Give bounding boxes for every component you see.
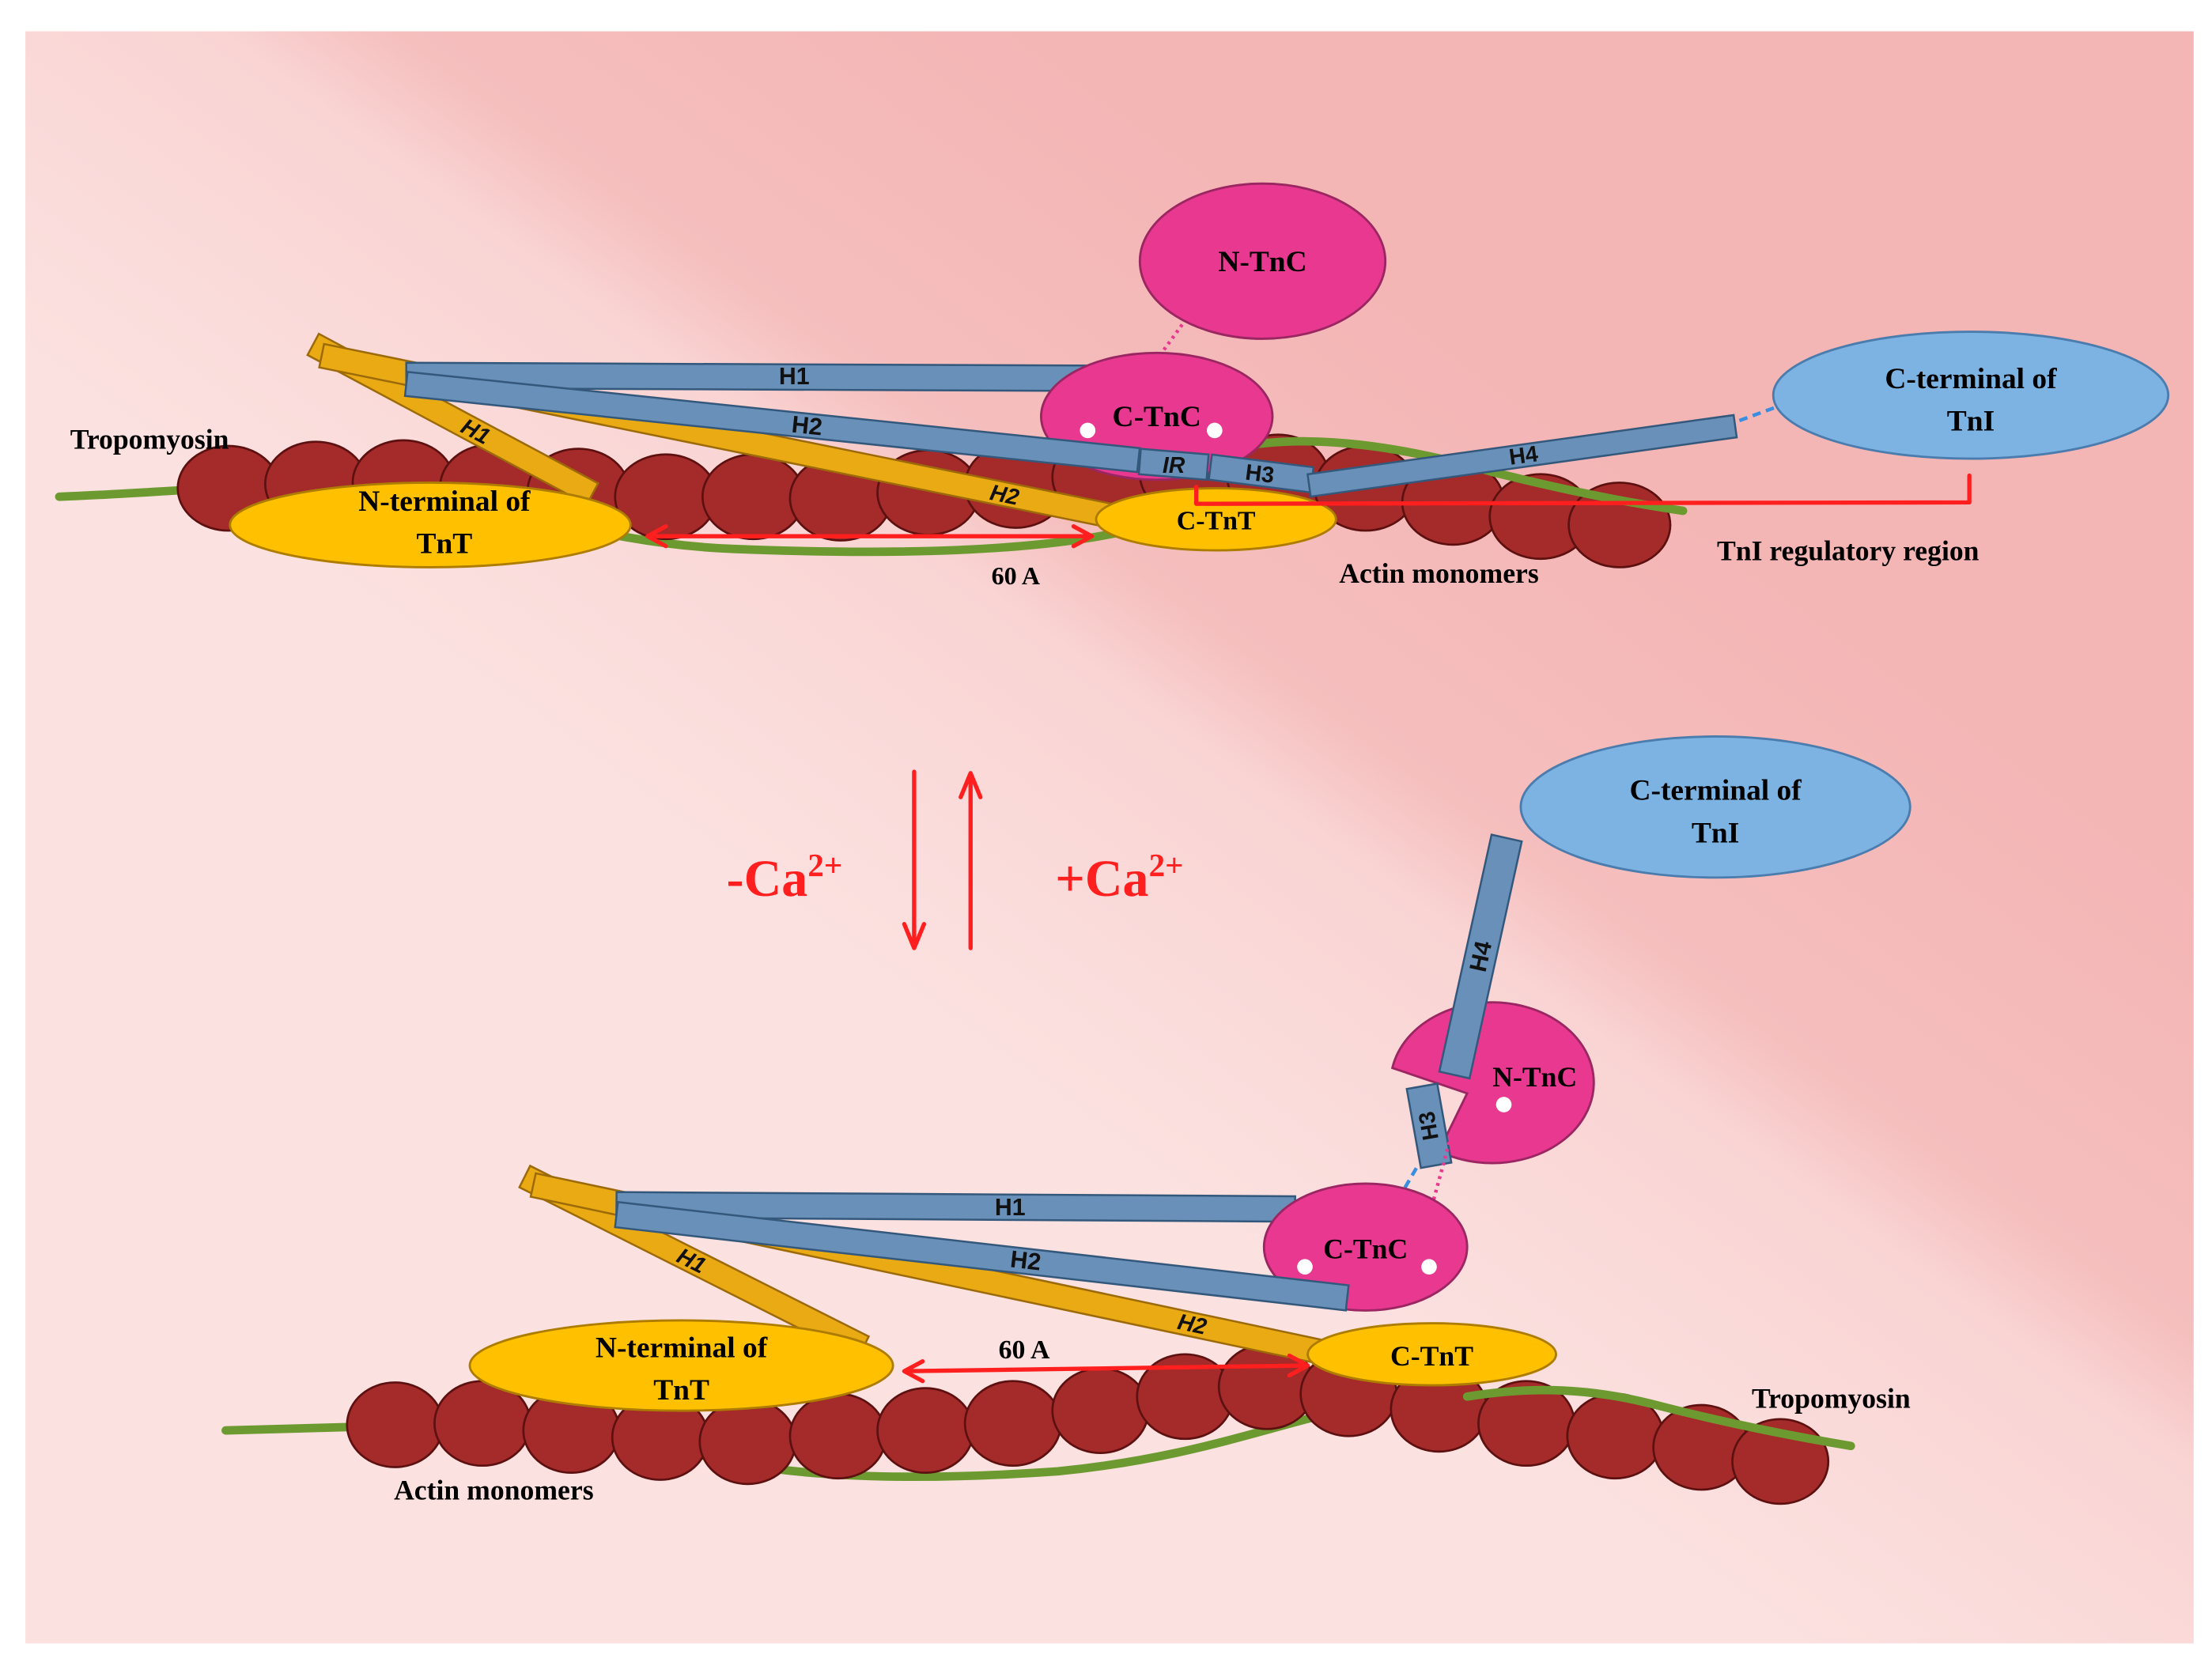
plus-calcium-label: +Ca2+ bbox=[1055, 847, 1183, 908]
bottom-tni-h3-rod bbox=[1405, 1082, 1453, 1169]
bottom-tnt-h2-label: H2 bbox=[1175, 1309, 1208, 1340]
bottom-tnt-h1-rod bbox=[518, 1164, 871, 1360]
top-n-tnc-label: N-TnC bbox=[1218, 246, 1306, 278]
actin-monomer bbox=[963, 1380, 1062, 1467]
top-c-tnt-label: C-TnT bbox=[1177, 506, 1256, 535]
top-c-tnc-calcium-site-2 bbox=[1207, 422, 1223, 439]
top-tni-ir-label: IR bbox=[1163, 453, 1185, 478]
bottom-panel: C-terminal of TnI N-TnC C-TnC N-terminal… bbox=[221, 735, 1911, 1506]
plus-calcium-charge: 2+ bbox=[1149, 847, 1184, 883]
actin-monomer bbox=[346, 1381, 444, 1468]
bottom-tropomyosin-strand-front bbox=[1462, 1385, 1855, 1451]
top-tni-h4-label: H4 bbox=[1507, 441, 1540, 470]
calcium-binding-arrow-head bbox=[959, 771, 983, 799]
top-tnt-n-terminal-label-line1: N-terminal of bbox=[358, 485, 531, 518]
bottom-tni-h2-rod bbox=[614, 1200, 1350, 1312]
top-tni-regulatory-region-label: TnI regulatory region bbox=[1717, 535, 1979, 567]
calcium-removal-arrow-head bbox=[902, 922, 927, 950]
bottom-tni-c-terminal-label-line1: C-terminal of bbox=[1629, 775, 1802, 807]
top-tnt-n-terminal bbox=[229, 481, 632, 568]
top-distance-arrow-right-head bbox=[1071, 524, 1095, 549]
bottom-tni-h4-rod bbox=[1438, 833, 1523, 1080]
bottom-distance-arrow-line bbox=[903, 1363, 1309, 1373]
top-distance-arrow-left-head bbox=[645, 524, 668, 549]
top-tni-h3-label: H3 bbox=[1244, 460, 1276, 489]
bottom-tni-h1-label: H1 bbox=[995, 1195, 1026, 1221]
bottom-c-tnc-label: C-TnC bbox=[1323, 1233, 1408, 1264]
top-actin-label: Actin monomers bbox=[1339, 557, 1539, 589]
bottom-tnt-n-terminal bbox=[468, 1319, 894, 1412]
bottom-distance-arrow-left-head bbox=[902, 1359, 925, 1384]
bottom-tropomyosin-strand-back bbox=[221, 1413, 1317, 1482]
actin-monomer bbox=[788, 1392, 887, 1480]
top-tni-h1-label: H1 bbox=[779, 364, 810, 390]
actin-monomer bbox=[698, 1398, 797, 1486]
top-n-tnc bbox=[1138, 182, 1387, 340]
top-tnt-h2-label: H2 bbox=[988, 480, 1021, 511]
bottom-c-tnc-calcium-site-1 bbox=[1297, 1259, 1313, 1275]
bottom-tni-h1-rod bbox=[615, 1191, 1296, 1223]
bottom-tni-c-terminal-label-line2: TnI bbox=[1692, 817, 1739, 849]
bottom-tni-c-terminal bbox=[1519, 735, 1911, 879]
top-c-tnc-label: C-TnC bbox=[1113, 401, 1201, 433]
top-tni-h4-rod bbox=[1306, 414, 1738, 498]
top-tni-h3-rod bbox=[1208, 453, 1315, 494]
bottom-tni-h4-label: H4 bbox=[1465, 939, 1498, 974]
bottom-c-tnc bbox=[1262, 1182, 1469, 1312]
top-c-tnc-calcium-site-1 bbox=[1080, 422, 1096, 439]
bottom-c-tnt bbox=[1306, 1322, 1557, 1387]
bottom-n-tnc-calcium-site bbox=[1495, 1097, 1512, 1112]
top-tni-c-terminal-linker bbox=[1738, 403, 1783, 423]
plus-calcium-symbol: +Ca bbox=[1055, 850, 1148, 908]
top-tropomyosin-label: Tropomyosin bbox=[70, 424, 229, 455]
top-tni-c-terminal-label-line2: TnI bbox=[1947, 405, 1995, 437]
bottom-c-tnc-calcium-site-2 bbox=[1421, 1259, 1437, 1275]
minus-calcium-label: -Ca2+ bbox=[727, 847, 843, 908]
top-tni-h2-label: H2 bbox=[790, 412, 823, 441]
bottom-tni-h3-label: H3 bbox=[1414, 1109, 1444, 1142]
actin-monomer bbox=[1051, 1367, 1150, 1454]
top-tni-regulatory-bracket bbox=[1193, 473, 1972, 506]
bottom-tnt-n-terminal-label-line1: N-terminal of bbox=[596, 1331, 768, 1364]
bottom-c-tnt-label: C-TnT bbox=[1390, 1340, 1473, 1372]
top-distance-label: 60 A bbox=[992, 561, 1041, 590]
bottom-tropomyosin-label: Tropomyosin bbox=[1752, 1383, 1911, 1415]
top-tni-h2-rod bbox=[403, 371, 1141, 474]
minus-calcium-symbol: -Ca bbox=[727, 850, 808, 908]
bottom-tni-h2-label: H2 bbox=[1009, 1246, 1042, 1275]
actin-monomer bbox=[876, 1387, 975, 1474]
minus-calcium-charge: 2+ bbox=[807, 847, 842, 883]
bottom-n-tnc bbox=[1390, 1001, 1595, 1165]
top-tni-c-terminal bbox=[1771, 331, 2170, 460]
bottom-n-tnc-label: N-TnC bbox=[1492, 1061, 1577, 1093]
bottom-distance-label: 60 A bbox=[999, 1335, 1050, 1365]
top-tni-ir-rod bbox=[1137, 448, 1210, 482]
top-tni-c-terminal-label-line1: C-terminal of bbox=[1885, 363, 2057, 395]
actin-monomer bbox=[701, 453, 806, 541]
bottom-tnt-n-terminal-label-line2: TnT bbox=[653, 1374, 709, 1407]
top-panel: N-TnC C-TnC C-terminal of TnI N-terminal… bbox=[55, 182, 2170, 590]
calcium-transition: -Ca2+ +Ca2+ bbox=[727, 769, 1183, 950]
bottom-distance-arrow-right-head bbox=[1287, 1353, 1310, 1378]
top-tnt-n-terminal-label-line2: TnT bbox=[417, 528, 473, 561]
bottom-actin-label: Actin monomers bbox=[394, 1475, 594, 1506]
